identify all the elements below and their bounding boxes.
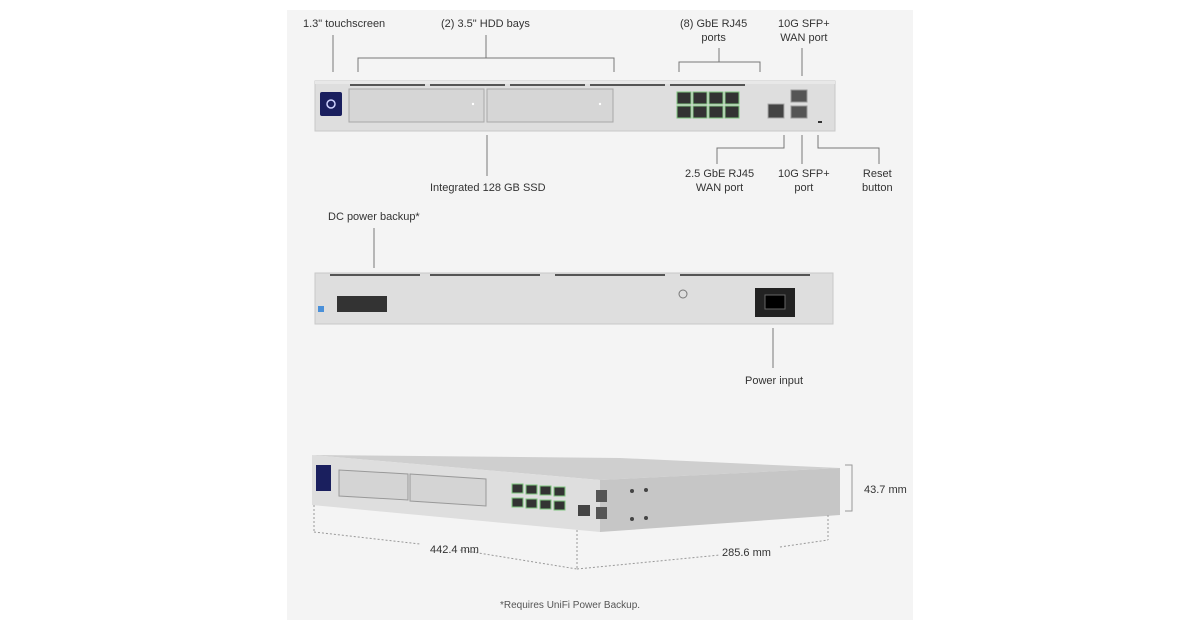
label-line: (8) GbE RJ45 <box>680 18 748 30</box>
sfp-wan-port <box>790 89 808 103</box>
rj45-wan-port <box>767 103 785 119</box>
label-line: WAN port <box>780 32 828 44</box>
label-line: WAN port <box>695 182 744 194</box>
label-ssd: Integrated 128 GB SSD <box>430 182 546 194</box>
label-hdd-bays: (2) 3.5" HDD bays <box>441 18 530 30</box>
dimension-depth: 285.6 mm <box>722 547 771 559</box>
label-reset: Reset button <box>862 167 893 195</box>
label-touchscreen: 1.3" touchscreen <box>303 18 386 30</box>
hdd-bay-2 <box>486 88 614 123</box>
rear-view-device <box>314 272 834 325</box>
label-line: button <box>862 182 893 194</box>
front-leader-lines <box>332 35 880 176</box>
rj45-ports <box>676 91 740 119</box>
hdd-bay-1 <box>348 88 485 123</box>
label-line: 10G SFP+ <box>778 168 830 180</box>
isometric-device <box>312 455 840 532</box>
label-sfp-port: 10G SFP+ port <box>778 167 830 195</box>
touchscreen-icon <box>320 92 342 116</box>
footnote: *Requires UniFi Power Backup. <box>500 600 641 611</box>
label-line: 10G SFP+ <box>778 18 830 30</box>
label-line: 2.5 GbE RJ45 <box>685 168 755 180</box>
label-line: port <box>794 182 814 194</box>
label-power-input: Power input <box>745 375 804 387</box>
label-sfp-wan: 10G SFP+ WAN port <box>778 17 830 45</box>
reset-button <box>818 121 822 123</box>
dimension-height: 43.7 mm <box>864 484 907 496</box>
label-dc-backup: DC power backup* <box>328 211 420 223</box>
dimension-lines <box>313 464 853 570</box>
label-rj45-ports: (8) GbE RJ45 ports <box>680 17 747 45</box>
sfp-port <box>790 105 808 119</box>
label-line: ports <box>701 32 726 44</box>
dimension-width: 442.4 mm <box>430 544 479 556</box>
label-line: Reset <box>862 168 892 180</box>
dc-power-connector <box>337 296 387 312</box>
front-view-device <box>314 80 836 132</box>
